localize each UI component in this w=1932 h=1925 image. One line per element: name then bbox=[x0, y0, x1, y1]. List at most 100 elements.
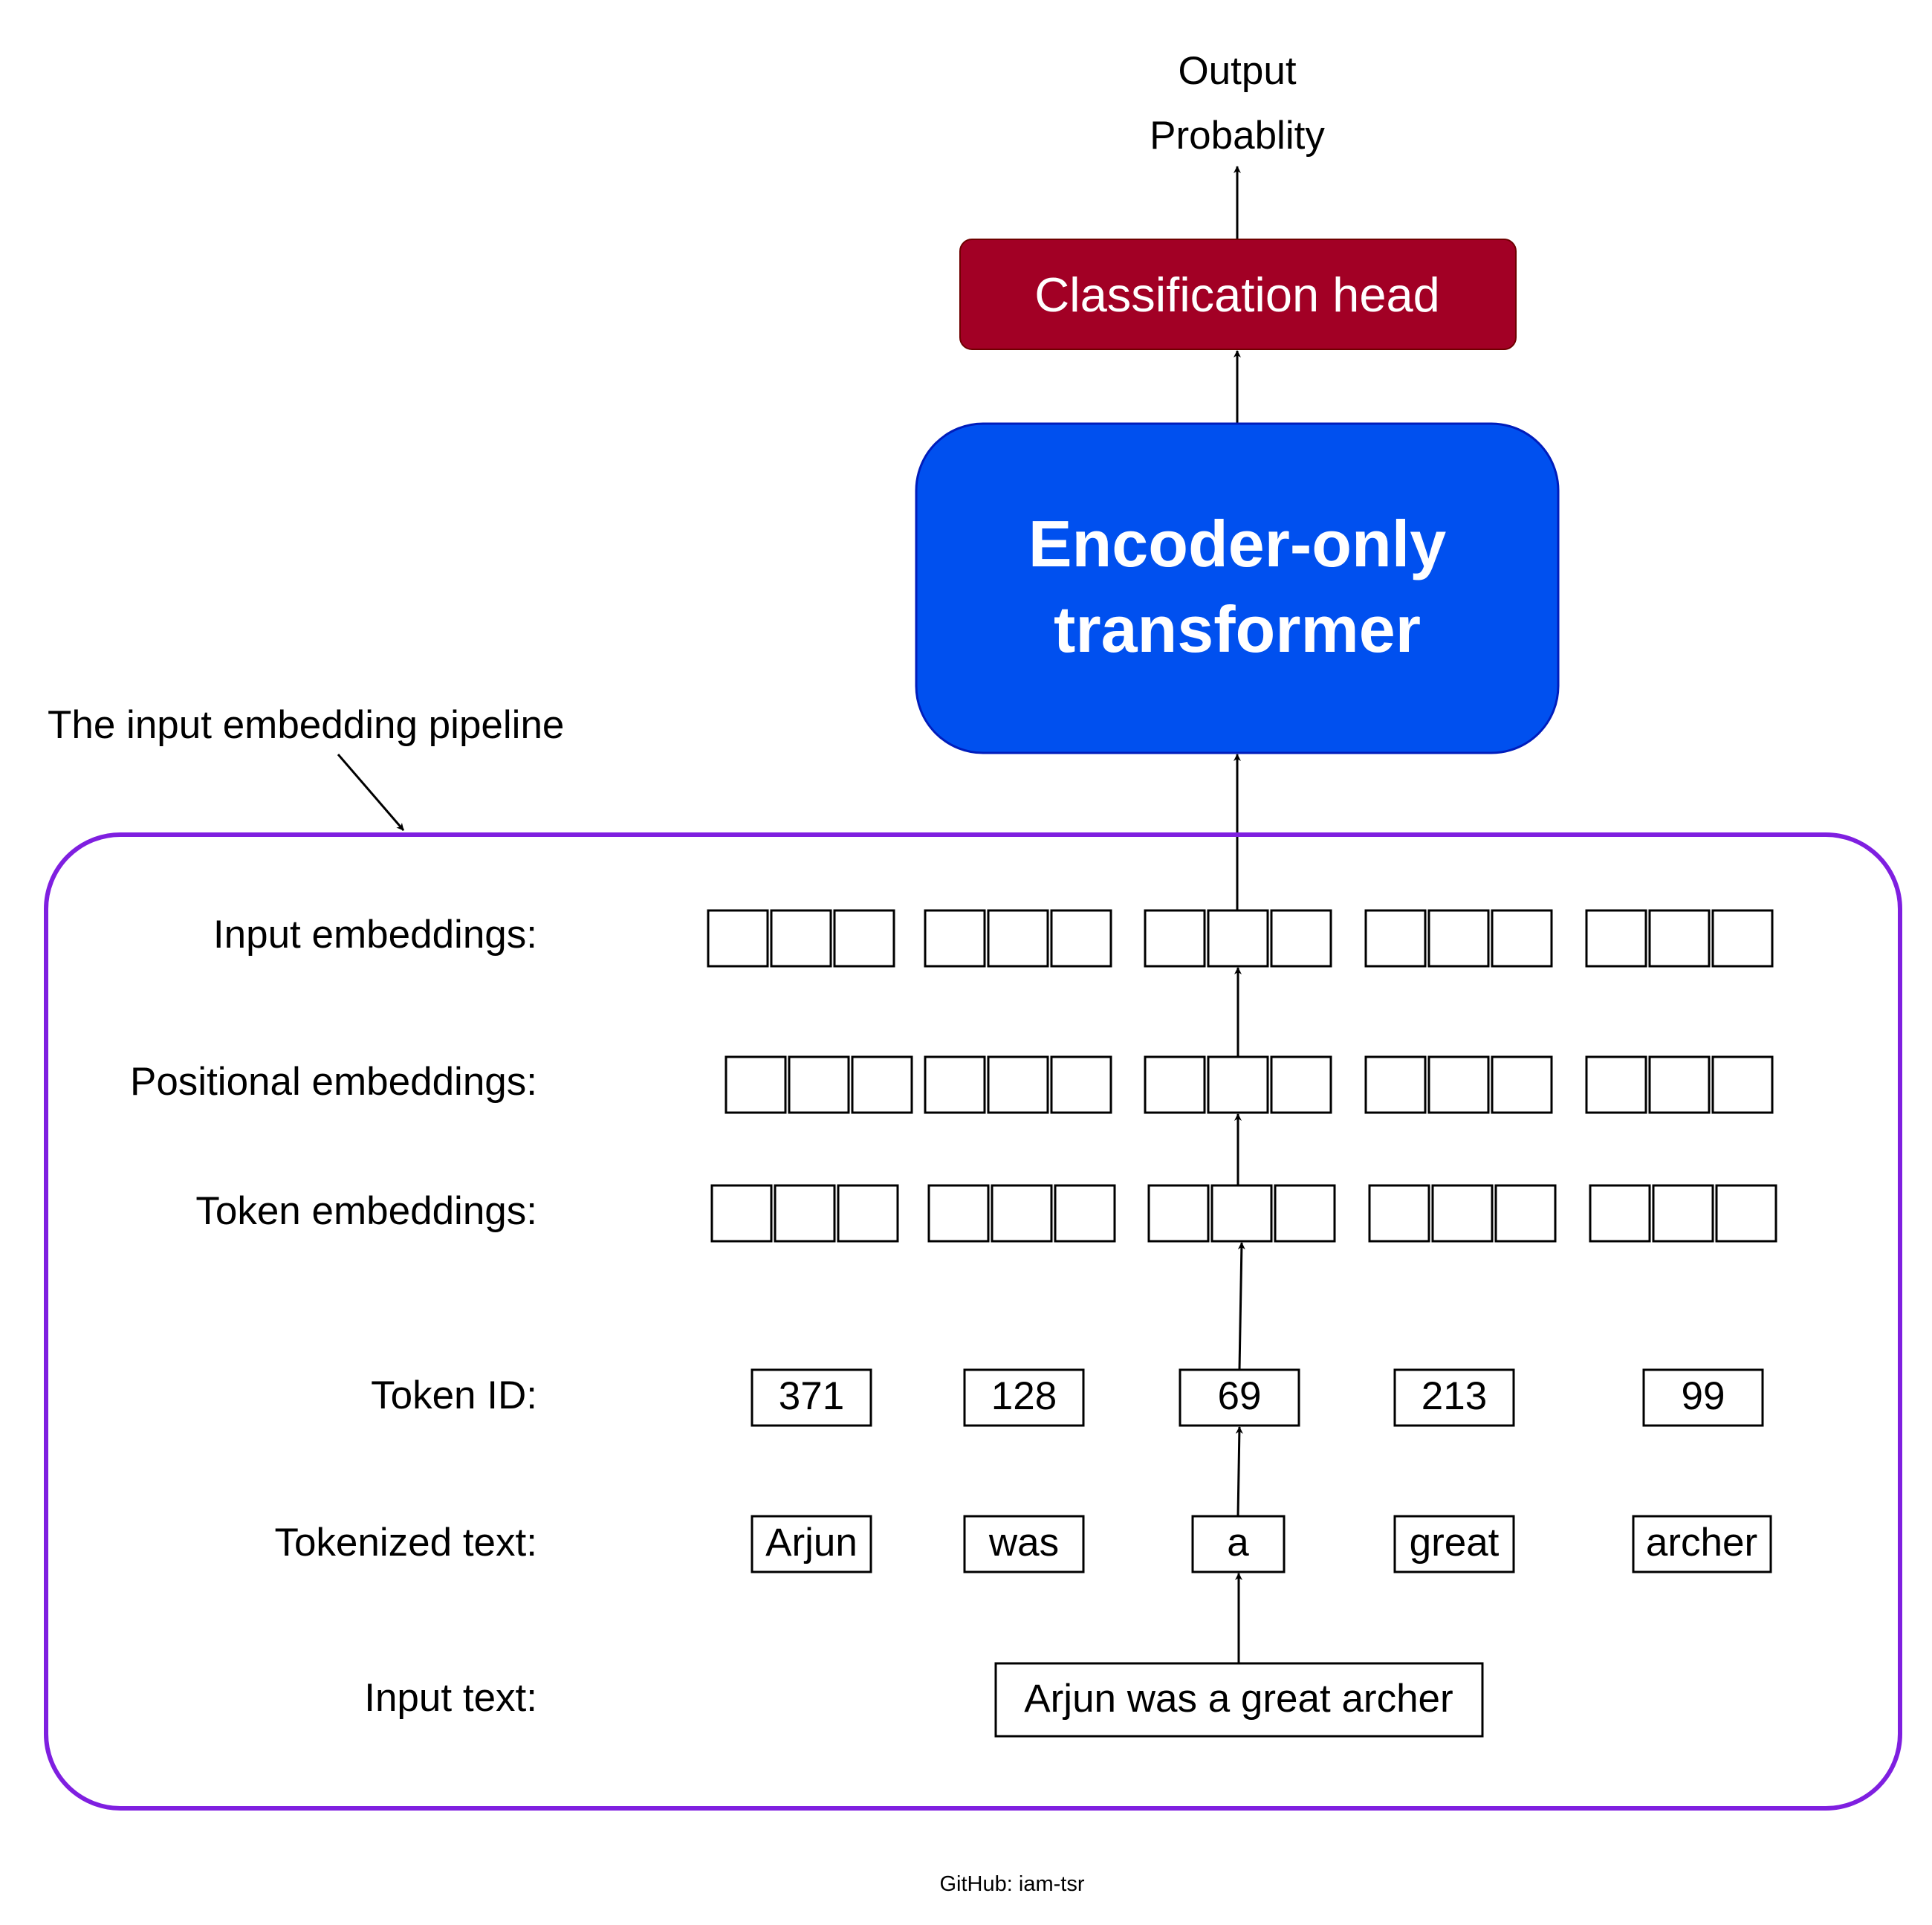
token-id-value: 128 bbox=[991, 1374, 1057, 1418]
token-box bbox=[1632, 1515, 1772, 1573]
embedding-cell bbox=[770, 909, 832, 968]
token-text: great bbox=[1410, 1521, 1500, 1565]
token-id-value: 213 bbox=[1422, 1374, 1487, 1418]
embedding-cell bbox=[1652, 1184, 1714, 1243]
embedding-cell bbox=[1431, 1184, 1494, 1243]
embedding-cell bbox=[710, 1184, 773, 1243]
embedding-vector bbox=[1364, 909, 1553, 968]
input-text-box bbox=[994, 1662, 1484, 1738]
token-id-row: 371 128 69 213 99 bbox=[751, 1368, 1764, 1427]
token-id-box bbox=[963, 1368, 1085, 1427]
embedding-vector bbox=[710, 1184, 899, 1243]
embedding-cell bbox=[991, 1184, 1053, 1243]
embedding-cell bbox=[1715, 1184, 1777, 1243]
token-id-value: 99 bbox=[1682, 1374, 1725, 1418]
embedding-vector bbox=[924, 909, 1112, 968]
embedding-vector bbox=[1147, 1184, 1336, 1243]
row-label-input-text: Input text: bbox=[364, 1676, 537, 1720]
embedding-cell bbox=[851, 1055, 913, 1114]
embedding-cell bbox=[833, 909, 895, 968]
embedding-cell bbox=[1491, 1055, 1553, 1114]
embedding-cell bbox=[1711, 1055, 1774, 1114]
embedding-cell bbox=[987, 909, 1049, 968]
token-box bbox=[963, 1515, 1085, 1573]
embedding-cell bbox=[1648, 909, 1711, 968]
token-id-box bbox=[751, 1368, 872, 1427]
embedding-cell bbox=[1270, 909, 1332, 968]
encoder-box bbox=[915, 422, 1560, 754]
embedding-cell bbox=[1210, 1184, 1273, 1243]
classification-head-box bbox=[959, 239, 1517, 350]
embedding-vector bbox=[1585, 1055, 1774, 1114]
embedding-cell bbox=[1648, 1055, 1711, 1114]
embedding-cell bbox=[1585, 1055, 1647, 1114]
embedding-cell bbox=[1207, 909, 1269, 968]
output-label-line1: Output bbox=[1178, 49, 1296, 93]
token-text: Arjun bbox=[765, 1521, 858, 1565]
embedding-cell bbox=[1054, 1184, 1116, 1243]
embedding-vector bbox=[924, 1055, 1112, 1114]
token-box bbox=[1191, 1515, 1286, 1573]
embedding-cell bbox=[774, 1184, 836, 1243]
token-id-box bbox=[1179, 1368, 1300, 1427]
embedding-cell bbox=[1050, 1055, 1112, 1114]
embedding-cell bbox=[1585, 909, 1647, 968]
embedding-vector bbox=[1589, 1184, 1777, 1243]
embedding-vector bbox=[1585, 909, 1774, 968]
token-text: archer bbox=[1646, 1521, 1757, 1565]
embedding-vector bbox=[724, 1055, 913, 1114]
token-id-value: 69 bbox=[1218, 1374, 1262, 1418]
output-label-line2: Probablity bbox=[1150, 114, 1325, 158]
embedding-vector bbox=[1144, 1055, 1332, 1114]
embedding-vector bbox=[1368, 1184, 1557, 1243]
row-label-tokenized-text: Tokenized text: bbox=[274, 1521, 537, 1565]
embedding-cell bbox=[1711, 909, 1774, 968]
encoder-label-line2: transformer bbox=[1054, 592, 1421, 666]
encoder-label-line1: Encoder-only bbox=[1028, 507, 1446, 580]
embedding-cell bbox=[724, 1055, 787, 1114]
token-id-box bbox=[1393, 1368, 1515, 1427]
embedding-cell bbox=[1274, 1184, 1336, 1243]
arrow-tokens-to-ids bbox=[1235, 1426, 1243, 1517]
token-text: a bbox=[1227, 1521, 1249, 1565]
row-label-input-embeddings: Input embeddings: bbox=[213, 913, 537, 957]
input-embeddings-row bbox=[707, 909, 1774, 968]
row-label-token-embeddings: Token embeddings: bbox=[195, 1189, 537, 1233]
embedding-cell bbox=[788, 1055, 850, 1114]
pipeline-label: The input embedding pipeline bbox=[48, 703, 564, 747]
pipeline-pointer-arrow bbox=[337, 754, 405, 831]
embedding-cell bbox=[1144, 909, 1206, 968]
embedding-cell bbox=[707, 909, 769, 968]
token-id-value: 371 bbox=[779, 1374, 844, 1418]
embedding-cell bbox=[1491, 909, 1553, 968]
embedding-cell bbox=[1494, 1184, 1557, 1243]
embedding-cell bbox=[1364, 1055, 1427, 1114]
token-text: was bbox=[988, 1521, 1059, 1565]
token-box bbox=[1393, 1515, 1515, 1573]
input-text-value: Arjun was a great archer bbox=[1024, 1677, 1453, 1721]
token-embeddings-row bbox=[710, 1184, 1777, 1243]
embedding-vector bbox=[927, 1184, 1116, 1243]
token-box bbox=[751, 1515, 872, 1573]
embedding-cell bbox=[1050, 909, 1112, 968]
embedding-cell bbox=[924, 1055, 986, 1114]
embedding-vector bbox=[1364, 1055, 1553, 1114]
pipeline-container bbox=[44, 832, 1902, 1811]
embedding-cell bbox=[1589, 1184, 1651, 1243]
embedding-cell bbox=[1270, 1055, 1332, 1114]
embedding-cell bbox=[1364, 909, 1427, 968]
embedding-cell bbox=[924, 909, 986, 968]
embedding-cell bbox=[1144, 1055, 1206, 1114]
embedding-cell bbox=[837, 1184, 899, 1243]
tokenized-text-row: Arjun was a great archer bbox=[751, 1515, 1772, 1573]
footer-credit: GitHub: iam-tsr bbox=[940, 1872, 1085, 1896]
arrow-ids-to-token-embeddings bbox=[1237, 1242, 1245, 1371]
embedding-vector bbox=[1144, 909, 1332, 968]
embedding-cell bbox=[927, 1184, 990, 1243]
embedding-cell bbox=[1427, 1055, 1490, 1114]
row-label-token-id: Token ID: bbox=[371, 1374, 537, 1417]
embedding-cell bbox=[1427, 909, 1490, 968]
embedding-cell bbox=[1368, 1184, 1430, 1243]
row-label-positional-embeddings: Positional embeddings: bbox=[130, 1060, 537, 1104]
